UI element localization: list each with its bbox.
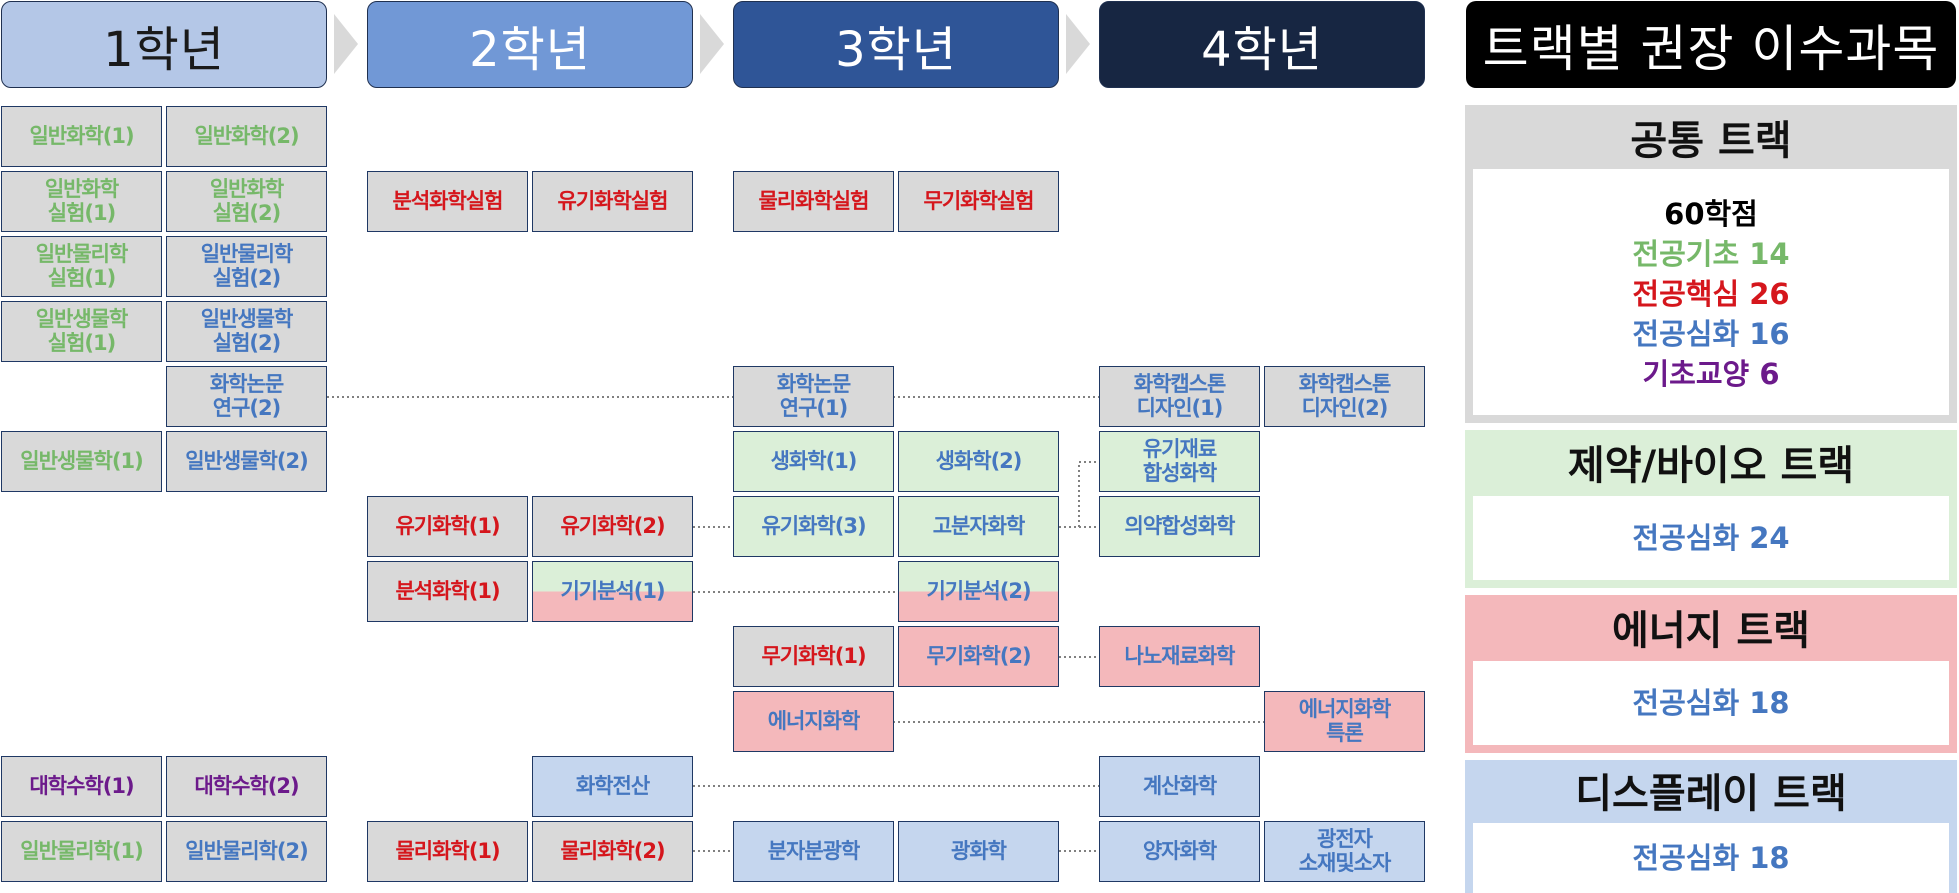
course-organic1: 유기화학(1) <box>367 496 528 557</box>
course-calc1: 대학수학(1) <box>1 756 162 817</box>
year-header-1: 1학년 <box>1 1 327 88</box>
pharma-track-title: 제약/바이오 트랙 <box>1567 443 1855 489</box>
course-comp-chem: 화학전산 <box>532 756 693 817</box>
common-track-advanced: 전공심화 16 <box>1632 317 1790 351</box>
course-inorganic2: 무기화학(2) <box>898 626 1059 687</box>
course-computational: 계산화학 <box>1099 756 1260 817</box>
course-inorganic1: 무기화학(1) <box>733 626 894 687</box>
course-analytical-lab: 분석화학실험 <box>367 171 528 232</box>
connector-polymer-material <box>1078 461 1099 527</box>
course-polymer: 고분자화학 <box>898 496 1059 557</box>
course-gen-phys-lab1: 일반물리학 실험(1) <box>1 236 162 297</box>
course-spectroscopy: 분자분광학 <box>733 821 894 882</box>
chevron-arrow-icon <box>334 14 358 74</box>
common-track-total: 60학점 <box>1664 196 1758 231</box>
course-physical1: 물리화학(1) <box>367 821 528 882</box>
course-physical-lab: 물리화학실험 <box>733 171 894 232</box>
course-photochem: 광화학 <box>898 821 1059 882</box>
course-instrumental2: 기기분석(2) <box>898 561 1059 622</box>
common-track-foundation: 전공기초 14 <box>1632 236 1790 271</box>
common-track-body: 60학점 전공기초 14 전공핵심 26 전공심화 16 기초교양 6 <box>1473 169 1949 415</box>
track-panel-title: 트랙별 권장 이수과목 <box>1466 1 1956 88</box>
course-calc2: 대학수학(2) <box>166 756 327 817</box>
year-header-3: 3학년 <box>733 1 1059 88</box>
common-track-liberal: 기초교양 6 <box>1642 357 1780 392</box>
course-gen-bio-lab2: 일반생물학 실험(2) <box>166 301 327 362</box>
course-gen-bio2: 일반생물학(2) <box>166 431 327 492</box>
course-organic3: 유기화학(3) <box>733 496 894 557</box>
display-track-body: 전공심화 18 <box>1473 823 1949 893</box>
course-thesis2: 화학논문 연구(2) <box>166 366 327 427</box>
course-inorganic-lab: 무기화학실험 <box>898 171 1059 232</box>
course-energy-seminar: 에너지화학 특론 <box>1264 691 1425 752</box>
course-gen-chem-lab2: 일반화학 실험(2) <box>166 171 327 232</box>
course-analytical1: 분석화학(1) <box>367 561 528 622</box>
course-gen-phys1: 일반물리학(1) <box>1 821 162 882</box>
course-nano: 나노재료화학 <box>1099 626 1260 687</box>
course-gen-chem-lab1: 일반화학 실험(1) <box>1 171 162 232</box>
display-track-title: 디스플레이 트랙 <box>1575 771 1847 817</box>
pharma-track: 제약/바이오 트랙 전공심화 24 <box>1465 430 1957 588</box>
course-gen-chem2: 일반화학(2) <box>166 106 327 167</box>
course-gen-phys-lab2: 일반물리학 실험(2) <box>166 236 327 297</box>
energy-track-title: 에너지 트랙 <box>1612 608 1810 654</box>
energy-track: 에너지 트랙 전공심화 18 <box>1465 595 1957 753</box>
course-gen-bio1: 일반생물학(1) <box>1 431 162 492</box>
course-physical2: 물리화학(2) <box>532 821 693 882</box>
year-header-2: 2학년 <box>367 1 693 88</box>
course-biochem1: 생화학(1) <box>733 431 894 492</box>
course-organic-material: 유기재료 합성화학 <box>1099 431 1260 492</box>
course-optoelectronic: 광전자 소재및소자 <box>1264 821 1425 882</box>
course-organic2: 유기화학(2) <box>532 496 693 557</box>
display-track: 디스플레이 트랙 전공심화 18 <box>1465 760 1957 893</box>
course-energy-chem: 에너지화학 <box>733 691 894 752</box>
course-instrumental1: 기기분석(1) <box>532 561 693 622</box>
course-quantum: 양자화학 <box>1099 821 1260 882</box>
common-track-title: 공통 트랙 <box>1630 118 1792 164</box>
chevron-arrow-icon <box>700 14 724 74</box>
course-gen-phys2: 일반물리학(2) <box>166 821 327 882</box>
course-capstone1: 화학캡스톤 디자인(1) <box>1099 366 1260 427</box>
course-gen-bio-lab1: 일반생물학 실험(1) <box>1 301 162 362</box>
course-capstone2: 화학캡스톤 디자인(2) <box>1264 366 1425 427</box>
energy-track-body: 전공심화 18 <box>1473 661 1949 745</box>
course-medicinal: 의약합성화학 <box>1099 496 1260 557</box>
course-gen-chem1: 일반화학(1) <box>1 106 162 167</box>
chevron-arrow-icon <box>1066 14 1090 74</box>
course-organic-lab: 유기화학실험 <box>532 171 693 232</box>
common-track: 공통 트랙 60학점 전공기초 14 전공핵심 26 전공심화 16 기초교양 … <box>1465 105 1957 423</box>
course-thesis1: 화학논문 연구(1) <box>733 366 894 427</box>
course-biochem2: 생화학(2) <box>898 431 1059 492</box>
common-track-core: 전공핵심 26 <box>1632 276 1790 311</box>
year-header-4: 4학년 <box>1099 1 1425 88</box>
pharma-track-body: 전공심화 24 <box>1473 496 1949 580</box>
